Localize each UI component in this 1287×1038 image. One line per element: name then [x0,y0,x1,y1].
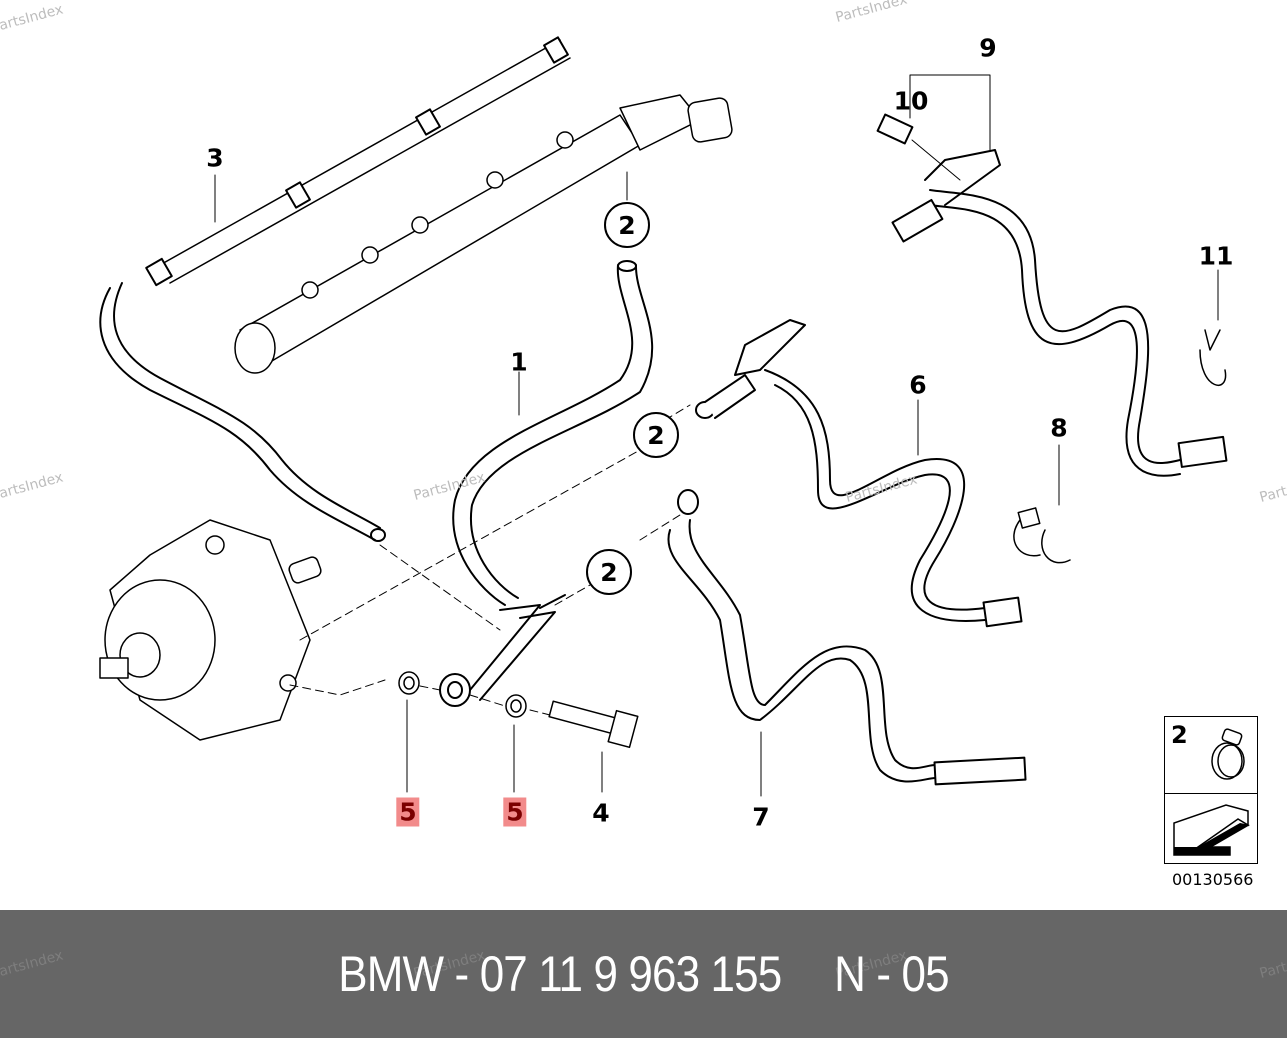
callout-5-right[interactable]: 5 [503,797,527,827]
leader-lines [289,404,691,716]
part-1-feed-hose [439,260,654,707]
part-caption: BMW - 07 11 9 963 155 N - 05 [77,910,1210,1038]
callout-1[interactable]: 1 [510,347,528,377]
callout-2-middle[interactable]: 2 [633,412,679,458]
legend-item-number: 2 [1171,721,1188,749]
part-3-return-line [99,36,571,542]
callout-2-top[interactable]: 2 [604,202,650,248]
callout-10[interactable]: 10 [893,86,929,116]
watermark: PartsIndex [1257,947,1287,982]
diagram-drawing [99,36,1228,797]
callout-5-left[interactable]: 5 [396,797,420,827]
caption-bar: PartsIndex PartsIndex PartsIndex PartsIn… [0,910,1287,1038]
callout-4[interactable]: 4 [592,798,610,828]
fuel-rail [234,94,733,374]
callout-8[interactable]: 8 [1050,413,1068,443]
legend-divider [1165,793,1257,794]
washers-bolt [398,671,639,793]
caption-position-label: N [834,946,866,1002]
watermark: PartsIndex [0,947,65,982]
legend-box: 2 [1164,716,1258,864]
diagram-id: 00130566 [1172,870,1254,889]
part-9-hose [876,74,1228,477]
parts-diagram: PartsIndex PartsIndex PartsIndex PartsIn… [0,0,1287,889]
caption-brand: BMW [338,946,444,1002]
caption-position-number: 05 [901,946,950,1002]
part-7-hose [667,489,1027,797]
hose-clamp-icon [1211,728,1245,780]
caption-part-number: 07 11 9 963 155 [479,946,782,1002]
callout-3[interactable]: 3 [206,143,224,173]
arrow-back-icon[interactable] [1168,797,1254,861]
caption-separator: - [454,946,470,1002]
high-pressure-pump [99,519,322,741]
callout-11[interactable]: 11 [1198,241,1234,271]
callout-2-bottom[interactable]: 2 [586,549,632,595]
callout-7[interactable]: 7 [752,802,770,832]
callout-9[interactable]: 9 [979,33,997,63]
callout-6[interactable]: 6 [909,370,927,400]
part-6-hose [695,319,1023,628]
clamps [1013,269,1227,564]
caption-separator: - [876,946,891,1002]
